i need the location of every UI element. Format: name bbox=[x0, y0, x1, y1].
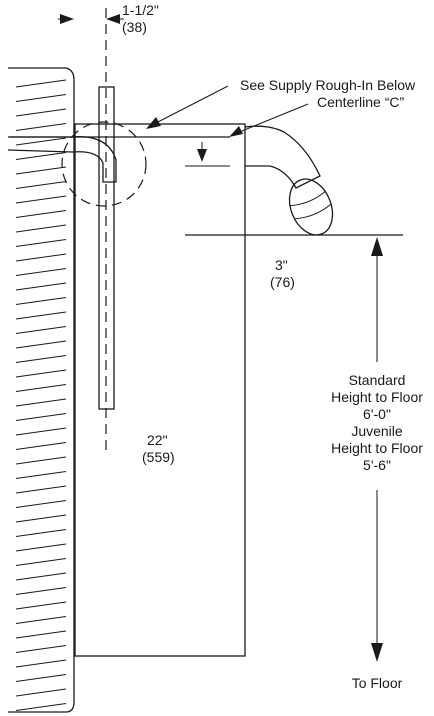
juvenile-value: 5'-6" bbox=[363, 457, 391, 473]
wall-hatch-stroke bbox=[15, 500, 67, 508]
centerline-leader bbox=[229, 103, 309, 137]
wall-hatch-stroke bbox=[15, 297, 67, 305]
wall-hatch-stroke bbox=[15, 94, 67, 102]
height-to-floor-dimension bbox=[371, 237, 383, 662]
standard-value: 6'-0" bbox=[363, 406, 391, 422]
wall-hatch-stroke bbox=[15, 137, 67, 146]
wall-hatch-stroke bbox=[15, 427, 67, 436]
supply-rough-in-circle bbox=[7, 121, 147, 207]
wall-hatch-stroke bbox=[15, 166, 67, 175]
offset-dimension bbox=[58, 14, 124, 24]
wall-hatch-stroke bbox=[15, 485, 67, 494]
wall-hatch-stroke bbox=[15, 210, 67, 218]
wall-hatch-stroke bbox=[15, 268, 67, 276]
offset-mm-label: (38) bbox=[122, 19, 147, 35]
wall-hatch-stroke bbox=[15, 543, 67, 552]
wall-hatch-stroke bbox=[15, 224, 67, 233]
wall-hatch-stroke bbox=[15, 413, 67, 421]
wall-hatch-stroke bbox=[15, 703, 67, 711]
height-inches-label: 22" bbox=[147, 432, 168, 448]
wall-hatch-stroke bbox=[15, 572, 67, 581]
standard-title-1: Standard bbox=[349, 372, 406, 388]
wall-hatch-stroke bbox=[15, 601, 67, 610]
wall-hatch-stroke bbox=[15, 79, 67, 88]
wall-hatch-stroke bbox=[15, 659, 67, 668]
juvenile-title-2: Height to Floor bbox=[331, 440, 423, 456]
supply-note-label: See Supply Rough-In Below bbox=[240, 77, 416, 93]
wall-hatch-stroke bbox=[15, 152, 67, 160]
wall-hatch-stroke bbox=[15, 529, 67, 537]
wall-hatch-stroke bbox=[15, 456, 67, 465]
wall-hatch-stroke bbox=[15, 108, 67, 117]
wall-hatch-stroke bbox=[15, 239, 67, 247]
wall-hatch-stroke bbox=[15, 630, 67, 639]
wall-hatch-stroke bbox=[15, 181, 67, 189]
wall-hatch-stroke bbox=[15, 123, 67, 131]
wall bbox=[8, 67, 75, 713]
wall-hatch-stroke bbox=[15, 369, 67, 378]
wall-hatch-stroke bbox=[15, 674, 67, 682]
wall-hatching bbox=[15, 79, 67, 711]
wall-hatch-stroke bbox=[15, 282, 67, 291]
supply-note-leader bbox=[146, 85, 229, 129]
wall-hatch-stroke bbox=[15, 645, 67, 653]
to-floor-label: To Floor bbox=[352, 675, 403, 691]
wall-hatch-stroke bbox=[15, 558, 67, 566]
centerline-label: Centerline “C” bbox=[317, 94, 404, 110]
wall-hatch-stroke bbox=[15, 355, 67, 363]
wall-hatch-stroke bbox=[15, 398, 67, 407]
supply-pipe bbox=[98, 8, 115, 455]
wall-hatch-stroke bbox=[15, 514, 67, 523]
wall-hatch-stroke bbox=[15, 587, 67, 595]
wall-hatch-stroke bbox=[15, 442, 67, 450]
wall-hatch-stroke bbox=[15, 688, 67, 697]
height-mm-label: (559) bbox=[142, 449, 175, 465]
spout-inches-label: 3" bbox=[275, 257, 288, 273]
centerline-drop-arrow bbox=[185, 142, 230, 167]
wall-hatch-stroke bbox=[15, 253, 67, 262]
bubbler-spout bbox=[244, 125, 334, 236]
wall-hatch-stroke bbox=[15, 340, 67, 349]
wall-hatch-stroke bbox=[15, 384, 67, 392]
wall-hatch-stroke bbox=[15, 616, 67, 624]
standard-title-2: Height to Floor bbox=[331, 389, 423, 405]
wall-hatch-stroke bbox=[15, 326, 67, 334]
wall-hatch-stroke bbox=[15, 195, 67, 204]
juvenile-title-1: Juvenile bbox=[351, 423, 403, 439]
offset-inches-label: 1-1/2" bbox=[122, 2, 159, 18]
spout-mm-label: (76) bbox=[270, 274, 295, 290]
wall-hatch-stroke bbox=[15, 471, 67, 479]
wall-hatch-stroke bbox=[15, 311, 67, 320]
